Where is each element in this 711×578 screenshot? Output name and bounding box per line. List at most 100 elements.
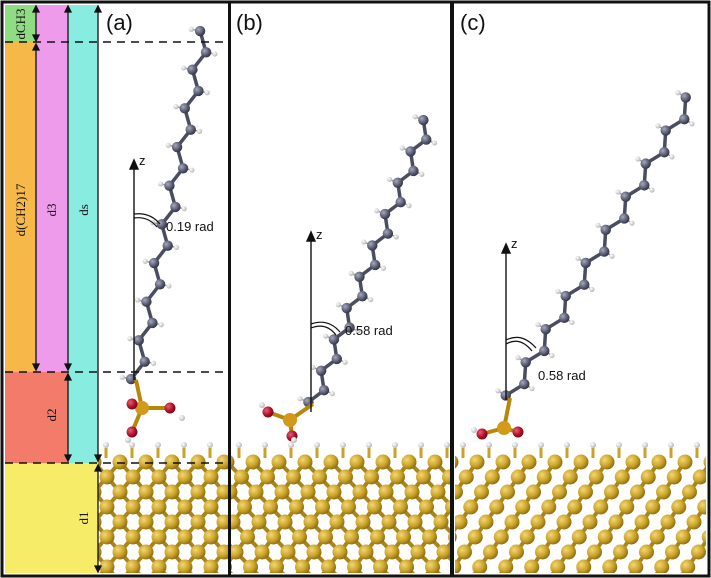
hydrogen-atom — [649, 187, 655, 193]
bar-d3 — [36, 5, 68, 372]
z-label-c: z — [511, 236, 518, 251]
gold-atom — [138, 514, 154, 530]
gold-atom — [231, 563, 232, 571]
gold-atom — [190, 544, 206, 560]
gold-atom — [177, 499, 193, 515]
carbon-atom — [354, 271, 365, 282]
hydrogen-atom — [615, 189, 621, 195]
hydrogen-atom — [595, 222, 601, 228]
gold-atom — [203, 559, 219, 573]
molecule-c — [471, 90, 695, 440]
hydrogen-atom — [262, 442, 268, 448]
hydrogen-atom — [529, 386, 535, 392]
carbon-atom — [520, 357, 531, 368]
gold-atom — [384, 544, 400, 560]
carbon-atom — [179, 103, 190, 114]
oxygen-atom — [164, 402, 176, 414]
layer-boundaries — [5, 41, 229, 464]
hydrogen-atom — [418, 442, 424, 448]
gold-atom — [599, 454, 615, 470]
carbon-atom — [133, 335, 144, 346]
hydrogen-atom — [291, 437, 297, 443]
gold-atom — [396, 529, 411, 545]
gold-atom — [98, 485, 102, 499]
gold-atom — [675, 529, 691, 545]
gold-atom — [323, 454, 339, 470]
gold-atom — [295, 559, 310, 573]
label-ds: ds — [76, 204, 91, 216]
carbon-atom — [171, 141, 183, 153]
carbon-atom — [560, 290, 571, 302]
gold-atom — [312, 469, 327, 485]
gold-atom — [401, 454, 417, 470]
gold-atom — [556, 514, 572, 530]
gold-atom — [98, 545, 102, 559]
gold-atom — [645, 499, 661, 515]
carbon-atom — [660, 125, 671, 136]
hydrogen-atom — [538, 442, 544, 448]
gold-atom — [665, 544, 680, 560]
gold-atom — [500, 484, 515, 500]
gold-atom — [587, 544, 602, 560]
gold-atom — [436, 544, 450, 560]
gold-atom — [562, 469, 578, 485]
gold-atom — [399, 559, 414, 573]
hydrogen-atom — [297, 396, 303, 402]
gold-atom — [349, 454, 365, 470]
carbon-atom — [177, 163, 189, 174]
angle-label-c: 0.58 rad — [538, 368, 586, 383]
gold-atom — [656, 484, 671, 500]
gold-atom — [367, 499, 382, 515]
gold-atom — [588, 469, 604, 485]
hydrogen-atom — [549, 352, 555, 359]
hydrogen-atom — [342, 359, 348, 365]
gold-atom — [467, 529, 483, 545]
gold-atom — [550, 559, 566, 573]
gold-atom — [125, 529, 141, 545]
carbon-atom — [328, 334, 340, 345]
gold-atom — [602, 559, 618, 573]
carbon-atom — [185, 124, 196, 135]
oxygen-atom — [126, 426, 138, 438]
hydrogen-atom — [689, 121, 695, 127]
hydrogen-atom — [189, 167, 195, 173]
carbon-atom — [680, 92, 691, 103]
gold-atom — [231, 484, 238, 500]
hydrogen-atom — [590, 442, 596, 448]
gold-atom — [455, 455, 459, 469]
gold-atom — [164, 514, 180, 530]
carbon-atom — [344, 322, 355, 333]
gold-atom — [692, 469, 706, 485]
gold-atom — [628, 559, 644, 573]
gold-atom — [237, 499, 252, 515]
carbon-atom — [200, 47, 212, 58]
gold-atom — [216, 544, 229, 560]
gold-atom — [419, 499, 434, 515]
gold-atom — [203, 499, 219, 515]
gold-atom — [448, 531, 450, 543]
bar-ds — [68, 5, 98, 463]
hydrogen-atom — [635, 156, 641, 162]
gold-atom — [177, 469, 193, 485]
gold-atom — [682, 484, 697, 500]
gold-atom — [292, 529, 307, 545]
gold-atom — [623, 529, 639, 545]
gold-atom — [495, 454, 511, 470]
gold-atom — [489, 499, 505, 515]
gold-atom — [321, 559, 336, 573]
gold-atom — [393, 499, 408, 515]
bar-d-ch2 — [5, 42, 36, 372]
z-label-a: z — [139, 153, 146, 168]
gold-atom — [493, 529, 509, 545]
gold-atom — [286, 469, 301, 485]
gold-atom — [280, 544, 296, 560]
hydrogen-atom — [125, 437, 131, 443]
bar-d2 — [5, 372, 68, 463]
gold-atom — [341, 499, 356, 515]
gold-atom — [112, 454, 128, 470]
gold-atom — [703, 456, 706, 468]
gold-atom — [442, 469, 450, 485]
gold-atom — [445, 499, 450, 515]
gold-atom — [352, 484, 368, 500]
